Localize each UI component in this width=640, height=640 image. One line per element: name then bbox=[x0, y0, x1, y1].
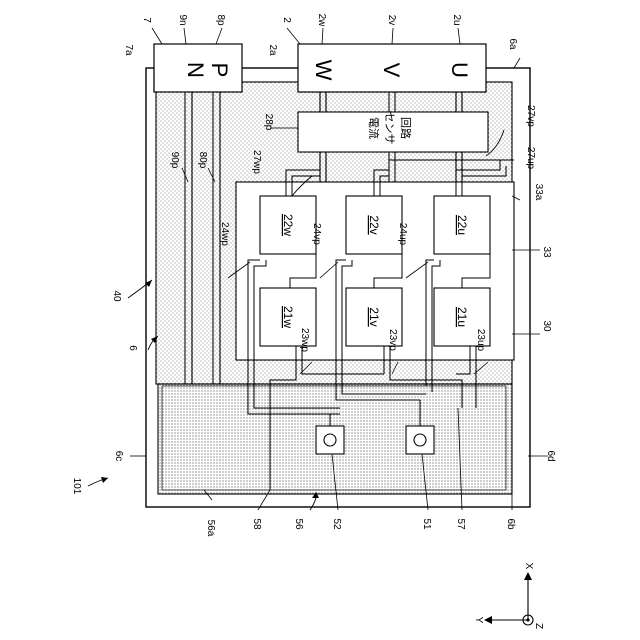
axis-x-label: X bbox=[523, 563, 534, 570]
ref-57: 57 bbox=[455, 518, 466, 530]
chip-22w-label: 22w bbox=[281, 214, 295, 236]
ref-33a: 33a bbox=[533, 184, 544, 201]
terminal-u: U bbox=[447, 62, 472, 78]
ref-28p: 28p bbox=[263, 114, 274, 131]
chip-21v-label: 21v bbox=[367, 307, 381, 326]
ref-52: 52 bbox=[331, 518, 342, 530]
ref-40: 40 bbox=[111, 290, 122, 302]
ref-2w: 2w bbox=[316, 14, 327, 28]
ref-6b: 6b bbox=[505, 518, 516, 530]
ref-7: 7 bbox=[141, 17, 152, 23]
ref-23wp: 23wp bbox=[299, 328, 310, 352]
ref-2u: 2u bbox=[451, 14, 462, 25]
ref-56: 56 bbox=[293, 518, 304, 530]
terminal-v: V bbox=[379, 63, 404, 78]
ref-2v: 2v bbox=[386, 15, 397, 26]
axis-y-label: Y bbox=[473, 617, 484, 624]
ref-24vp: 24vp bbox=[311, 223, 322, 245]
ref-24up: 24up bbox=[397, 223, 408, 246]
svg-text:センサ: センサ bbox=[383, 112, 396, 145]
ref-8p: 8p bbox=[215, 14, 226, 26]
svg-text:電流: 電流 bbox=[367, 117, 381, 139]
ref-23up: 23up bbox=[475, 329, 486, 352]
ref-6: 6 bbox=[127, 345, 138, 351]
ref-56a: 56a bbox=[205, 520, 216, 537]
ref-101: 101 bbox=[71, 478, 82, 495]
axis-z-label: Z bbox=[533, 623, 544, 629]
ref-27up: 27up bbox=[525, 147, 536, 170]
ref-51: 51 bbox=[421, 518, 432, 530]
ref-27vp: 27vp bbox=[525, 105, 536, 127]
ref-2: 2 bbox=[281, 17, 292, 23]
axis-indicator bbox=[490, 578, 533, 625]
chip-21u-label: 21u bbox=[455, 307, 469, 327]
ref-2a: 2a bbox=[267, 44, 278, 56]
connector-51 bbox=[406, 426, 434, 454]
ref-90p: 90p bbox=[169, 152, 180, 169]
ref-24wp: 24wp bbox=[219, 222, 230, 246]
chip-21w-label: 21w bbox=[281, 306, 295, 328]
ref-6c: 6c bbox=[113, 451, 124, 462]
ref-58: 58 bbox=[251, 518, 262, 530]
ref-33: 33 bbox=[541, 246, 552, 258]
svg-text:回路: 回路 bbox=[399, 117, 412, 139]
ref-6a: 6a bbox=[507, 38, 518, 50]
terminal-w: W bbox=[311, 60, 336, 81]
ref-9n: 9n bbox=[177, 14, 188, 25]
terminal-p: P bbox=[207, 63, 232, 78]
ref-80p: 80p bbox=[197, 152, 208, 169]
ref-27wp: 27wp bbox=[251, 150, 262, 174]
connector-52 bbox=[316, 426, 344, 454]
ref-6d: 6d bbox=[545, 450, 556, 461]
ref-30: 30 bbox=[541, 320, 552, 332]
chip-22u-label: 22u bbox=[455, 215, 469, 235]
ref-7a: 7a bbox=[123, 44, 134, 56]
terminal-n: N bbox=[183, 62, 208, 78]
ref-23vp: 23vp bbox=[387, 329, 398, 351]
chip-22v-label: 22v bbox=[367, 215, 381, 234]
